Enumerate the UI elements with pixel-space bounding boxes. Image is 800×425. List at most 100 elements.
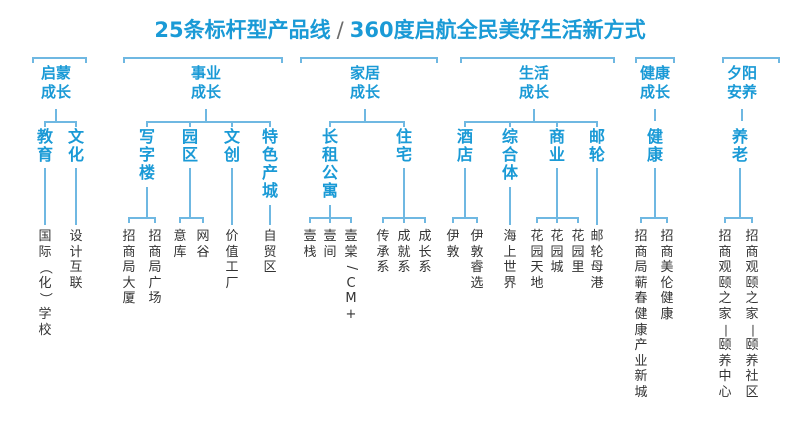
category-label: 长租公寓 (321, 127, 338, 200)
category-stem (75, 168, 77, 217)
category-stem (464, 168, 466, 217)
title-separator: / (336, 18, 344, 42)
category-label: 健康 (646, 127, 663, 164)
category-stem (189, 168, 191, 217)
category-stem (269, 204, 271, 217)
category-stem (654, 168, 656, 217)
product-item: 邮轮母港 (590, 229, 604, 291)
category-bracket (147, 121, 271, 123)
category-tick (329, 121, 331, 127)
item-stem (596, 217, 598, 225)
item-stem (44, 217, 46, 225)
title-right: 360度启航全民美好生活新方式 (349, 18, 646, 42)
category-stem (596, 168, 598, 217)
category-stem (739, 168, 741, 217)
top-bracket-tick (436, 57, 438, 63)
category-bracket (45, 121, 77, 123)
product-item: 传承系 (376, 229, 390, 276)
category-tick (269, 121, 271, 127)
item-stem (269, 217, 271, 225)
group-stem (654, 109, 656, 121)
group-stem (741, 109, 743, 121)
product-item: 招商美伦健康 (660, 229, 674, 322)
item-tick (577, 217, 579, 223)
category-label: 教育 (36, 127, 53, 164)
group-label: 健康成长 (639, 64, 670, 101)
item-tick (202, 217, 204, 223)
category-label: 园区 (181, 127, 198, 164)
group-stem (364, 109, 366, 121)
item-bracket (129, 217, 156, 219)
product-item: 伊敦睿选 (470, 229, 484, 291)
product-item: 国际（化）学校 (37, 229, 53, 338)
item-tick (452, 217, 454, 223)
top-bracket-tick (32, 57, 34, 63)
item-tick (403, 217, 405, 223)
category-bracket (330, 121, 405, 123)
category-tick (556, 121, 558, 127)
item-tick (382, 217, 384, 223)
category-stem (44, 168, 46, 217)
top-bracket-tick (123, 57, 125, 63)
group-stem (533, 109, 535, 121)
category-tick (146, 121, 148, 127)
category-tick (75, 121, 77, 127)
group-label: 家居成长 (349, 64, 380, 101)
top-bracket-tick (300, 57, 302, 63)
diagram-title: 25条标杆型产品线/360度启航全民美好生活新方式 (0, 14, 800, 44)
product-item: 网谷 (196, 229, 210, 260)
product-item: 成就系 (397, 229, 411, 276)
top-bracket-tick (613, 57, 615, 63)
category-label: 综合体 (501, 127, 518, 182)
category-bracket (465, 121, 598, 123)
top-bracket-line (460, 57, 615, 59)
category-tick (189, 121, 191, 127)
category-label: 商业 (548, 127, 565, 164)
group-stem (55, 109, 57, 121)
item-tick (666, 217, 668, 223)
top-bracket-tick (722, 57, 724, 63)
category-label: 特色产城 (261, 127, 278, 200)
category-stem (403, 168, 405, 217)
category-label: 写字楼 (138, 127, 155, 182)
top-bracket-tick (673, 57, 675, 63)
item-tick (154, 217, 156, 223)
product-item: 花园天地 (530, 229, 544, 291)
group-label: 事业成长 (190, 64, 221, 101)
item-stem (75, 217, 77, 225)
category-label: 邮轮 (588, 127, 605, 164)
product-item: 花园城 (550, 229, 564, 276)
category-label: 文创 (223, 127, 240, 164)
category-stem (509, 186, 511, 217)
title-left: 25条标杆型产品线 (154, 18, 331, 42)
group-label: 启蒙成长 (40, 64, 71, 101)
product-item: 招商局广场 (148, 229, 162, 307)
product-item: 自贸区 (263, 229, 277, 276)
category-tick (509, 121, 511, 127)
item-bracket (725, 217, 753, 219)
group-stem (205, 109, 207, 121)
top-bracket-line (635, 57, 675, 59)
product-item: 花园里 (571, 229, 585, 276)
item-tick (640, 217, 642, 223)
top-bracket-tick (635, 57, 637, 63)
item-tick (350, 217, 352, 223)
category-label: 养老 (731, 127, 748, 164)
product-item: 成长系 (418, 229, 432, 276)
product-item: 价值工厂 (225, 229, 239, 291)
group-label: 夕阳安养 (726, 64, 757, 101)
product-item: 壹栈 (303, 229, 317, 260)
category-label: 住宅 (395, 127, 412, 164)
product-item: 招商观颐之家—颐养中心 (717, 229, 733, 400)
product-item: 意库 (173, 229, 187, 260)
category-tick (464, 121, 466, 127)
category-tick (44, 121, 46, 127)
category-label: 文化 (67, 127, 84, 164)
top-bracket-line (32, 57, 87, 59)
category-tick (596, 121, 598, 127)
item-tick (751, 217, 753, 223)
item-bracket (537, 217, 579, 219)
group-label: 生活成长 (518, 64, 549, 101)
